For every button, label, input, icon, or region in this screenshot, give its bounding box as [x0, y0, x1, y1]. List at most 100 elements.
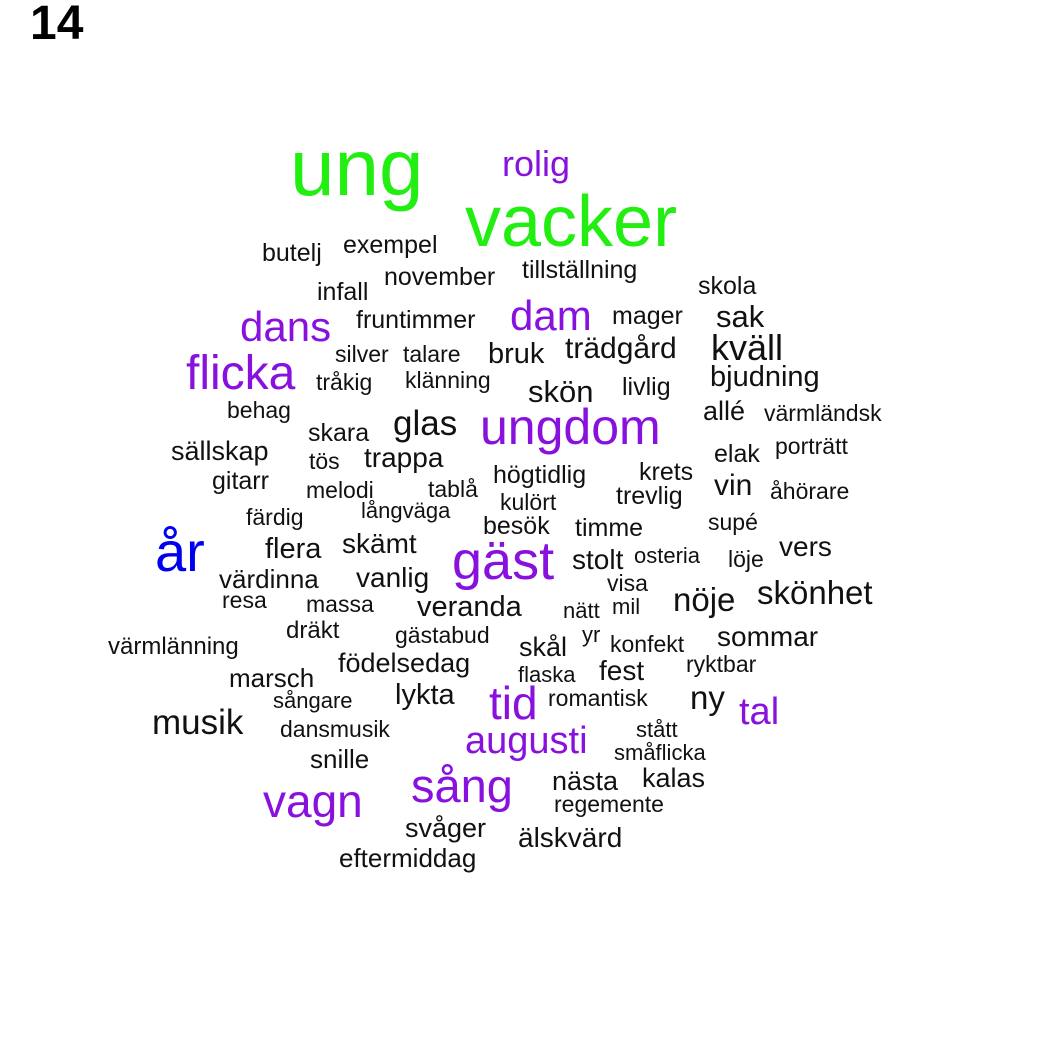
panel-number-label: 14 — [30, 0, 84, 50]
word-skonhet: skönhet — [757, 574, 873, 611]
word-skon: skön — [528, 374, 594, 409]
word-alskvard: älskvärd — [518, 822, 623, 853]
word-tillstallning: tillställning — [522, 256, 638, 284]
word-flaska: flaska — [518, 662, 576, 687]
word-silver: silver — [335, 341, 389, 367]
word-loje: löje — [728, 546, 764, 572]
word-vardinna: värdinna — [219, 564, 319, 594]
word-snille: snille — [310, 744, 370, 774]
word-behag: behag — [227, 397, 291, 423]
word-gastabud: gästabud — [395, 622, 490, 648]
word-sommar: sommar — [717, 621, 819, 652]
word-nasta: nästa — [552, 766, 619, 796]
word-mil: mil — [612, 594, 641, 619]
word-besok: besök — [483, 512, 550, 540]
word-sangare: sångare — [273, 688, 353, 713]
word-kulort: kulört — [500, 489, 557, 515]
word-bruk: bruk — [488, 338, 545, 370]
word-fardig: färdig — [246, 504, 304, 530]
word-ung: ung — [290, 123, 424, 212]
word-tid: tid — [489, 677, 538, 729]
word-sallskap: sällskap — [171, 436, 269, 466]
word-vanlig: vanlig — [356, 562, 430, 593]
word-tos: tös — [309, 448, 340, 474]
word-statt: stått — [636, 717, 678, 742]
word-regemente: regemente — [554, 791, 664, 817]
word-skola: skola — [698, 272, 757, 300]
word-romantisk: romantisk — [548, 685, 648, 711]
word-vin: vin — [714, 469, 753, 502]
word-trakig: tråkig — [316, 369, 373, 395]
word-trappa: trappa — [364, 442, 444, 473]
word-dam: dam — [510, 292, 592, 339]
word-ar: år — [155, 520, 205, 583]
word-yr: yr — [582, 622, 601, 647]
word-elak: elak — [714, 440, 760, 468]
word-langvaga: långväga — [361, 498, 451, 523]
word-rolig: rolig — [502, 143, 571, 184]
word-vers: vers — [779, 531, 832, 562]
word-tal: tal — [739, 691, 780, 733]
word-lykta: lykta — [395, 679, 455, 711]
word-augusti: augusti — [465, 720, 588, 762]
word-veranda: veranda — [417, 591, 522, 623]
word-resa: resa — [222, 587, 267, 613]
word-ryktbar: ryktbar — [686, 651, 757, 677]
word-fest: fest — [599, 655, 645, 686]
word-konfekt: konfekt — [610, 631, 685, 657]
word-kalas: kalas — [642, 763, 706, 793]
word-livlig: livlig — [622, 373, 671, 401]
word-bjudning: bjudning — [710, 361, 820, 393]
word-kvall: kväll — [711, 327, 784, 368]
word-klanning: klänning — [405, 367, 491, 393]
word-stolt: stolt — [572, 544, 624, 575]
word-flicka: flicka — [186, 347, 296, 400]
word-vagn: vagn — [263, 775, 363, 827]
word-tabla: tablå — [428, 476, 478, 502]
word-portratt: porträtt — [775, 433, 848, 459]
word-natt: nätt — [563, 598, 600, 623]
word-fodelsedag: födelsedag — [338, 648, 471, 678]
word-sang: sång — [411, 759, 513, 812]
word-ungdom: ungdom — [480, 399, 661, 455]
word-musik: musik — [152, 703, 244, 742]
word-melodi: melodi — [306, 477, 374, 503]
word-eftermiddag: eftermiddag — [339, 843, 477, 873]
word-exempel: exempel — [343, 231, 438, 259]
word-dansmusik: dansmusik — [280, 716, 390, 742]
word-trevlig: trevlig — [616, 482, 683, 510]
word-drakt: dräkt — [286, 617, 340, 644]
word-visa: visa — [607, 570, 648, 596]
word-vacker: vacker — [465, 182, 678, 262]
word-osteria: osteria — [634, 543, 701, 568]
word-skamt: skämt — [342, 528, 417, 559]
word-supe: supé — [708, 509, 758, 535]
word-sak: sak — [716, 299, 765, 334]
word-varmlanning: värmlänning — [108, 633, 239, 660]
word-glas: glas — [393, 404, 458, 443]
word-gitarr: gitarr — [212, 467, 269, 495]
word-butelj: butelj — [262, 239, 322, 267]
word-noje: nöje — [673, 581, 736, 618]
word-timme: timme — [575, 514, 644, 542]
word-hogtidlig: högtidlig — [493, 461, 587, 489]
word-mager: mager — [612, 302, 683, 330]
word-krets: krets — [639, 458, 694, 486]
word-tradgard: trädgård — [565, 332, 677, 365]
word-infall: infall — [317, 278, 369, 306]
word-massa: massa — [306, 591, 374, 617]
word-gast: gäst — [452, 531, 555, 591]
word-talare: talare — [403, 341, 461, 367]
word-ahorare: åhörare — [770, 478, 850, 504]
word-skara: skara — [308, 419, 370, 447]
word-ny: ny — [690, 679, 725, 716]
word-smaflicka: småflicka — [614, 740, 706, 765]
word-marsch: marsch — [229, 663, 315, 693]
word-fruntimmer: fruntimmer — [356, 306, 476, 334]
word-svager: svåger — [405, 813, 487, 843]
word-alle: allé — [703, 396, 746, 426]
word-flera: flera — [265, 533, 322, 565]
word-varmlandsk: värmländsk — [764, 400, 882, 426]
word-skal: skål — [519, 632, 568, 662]
